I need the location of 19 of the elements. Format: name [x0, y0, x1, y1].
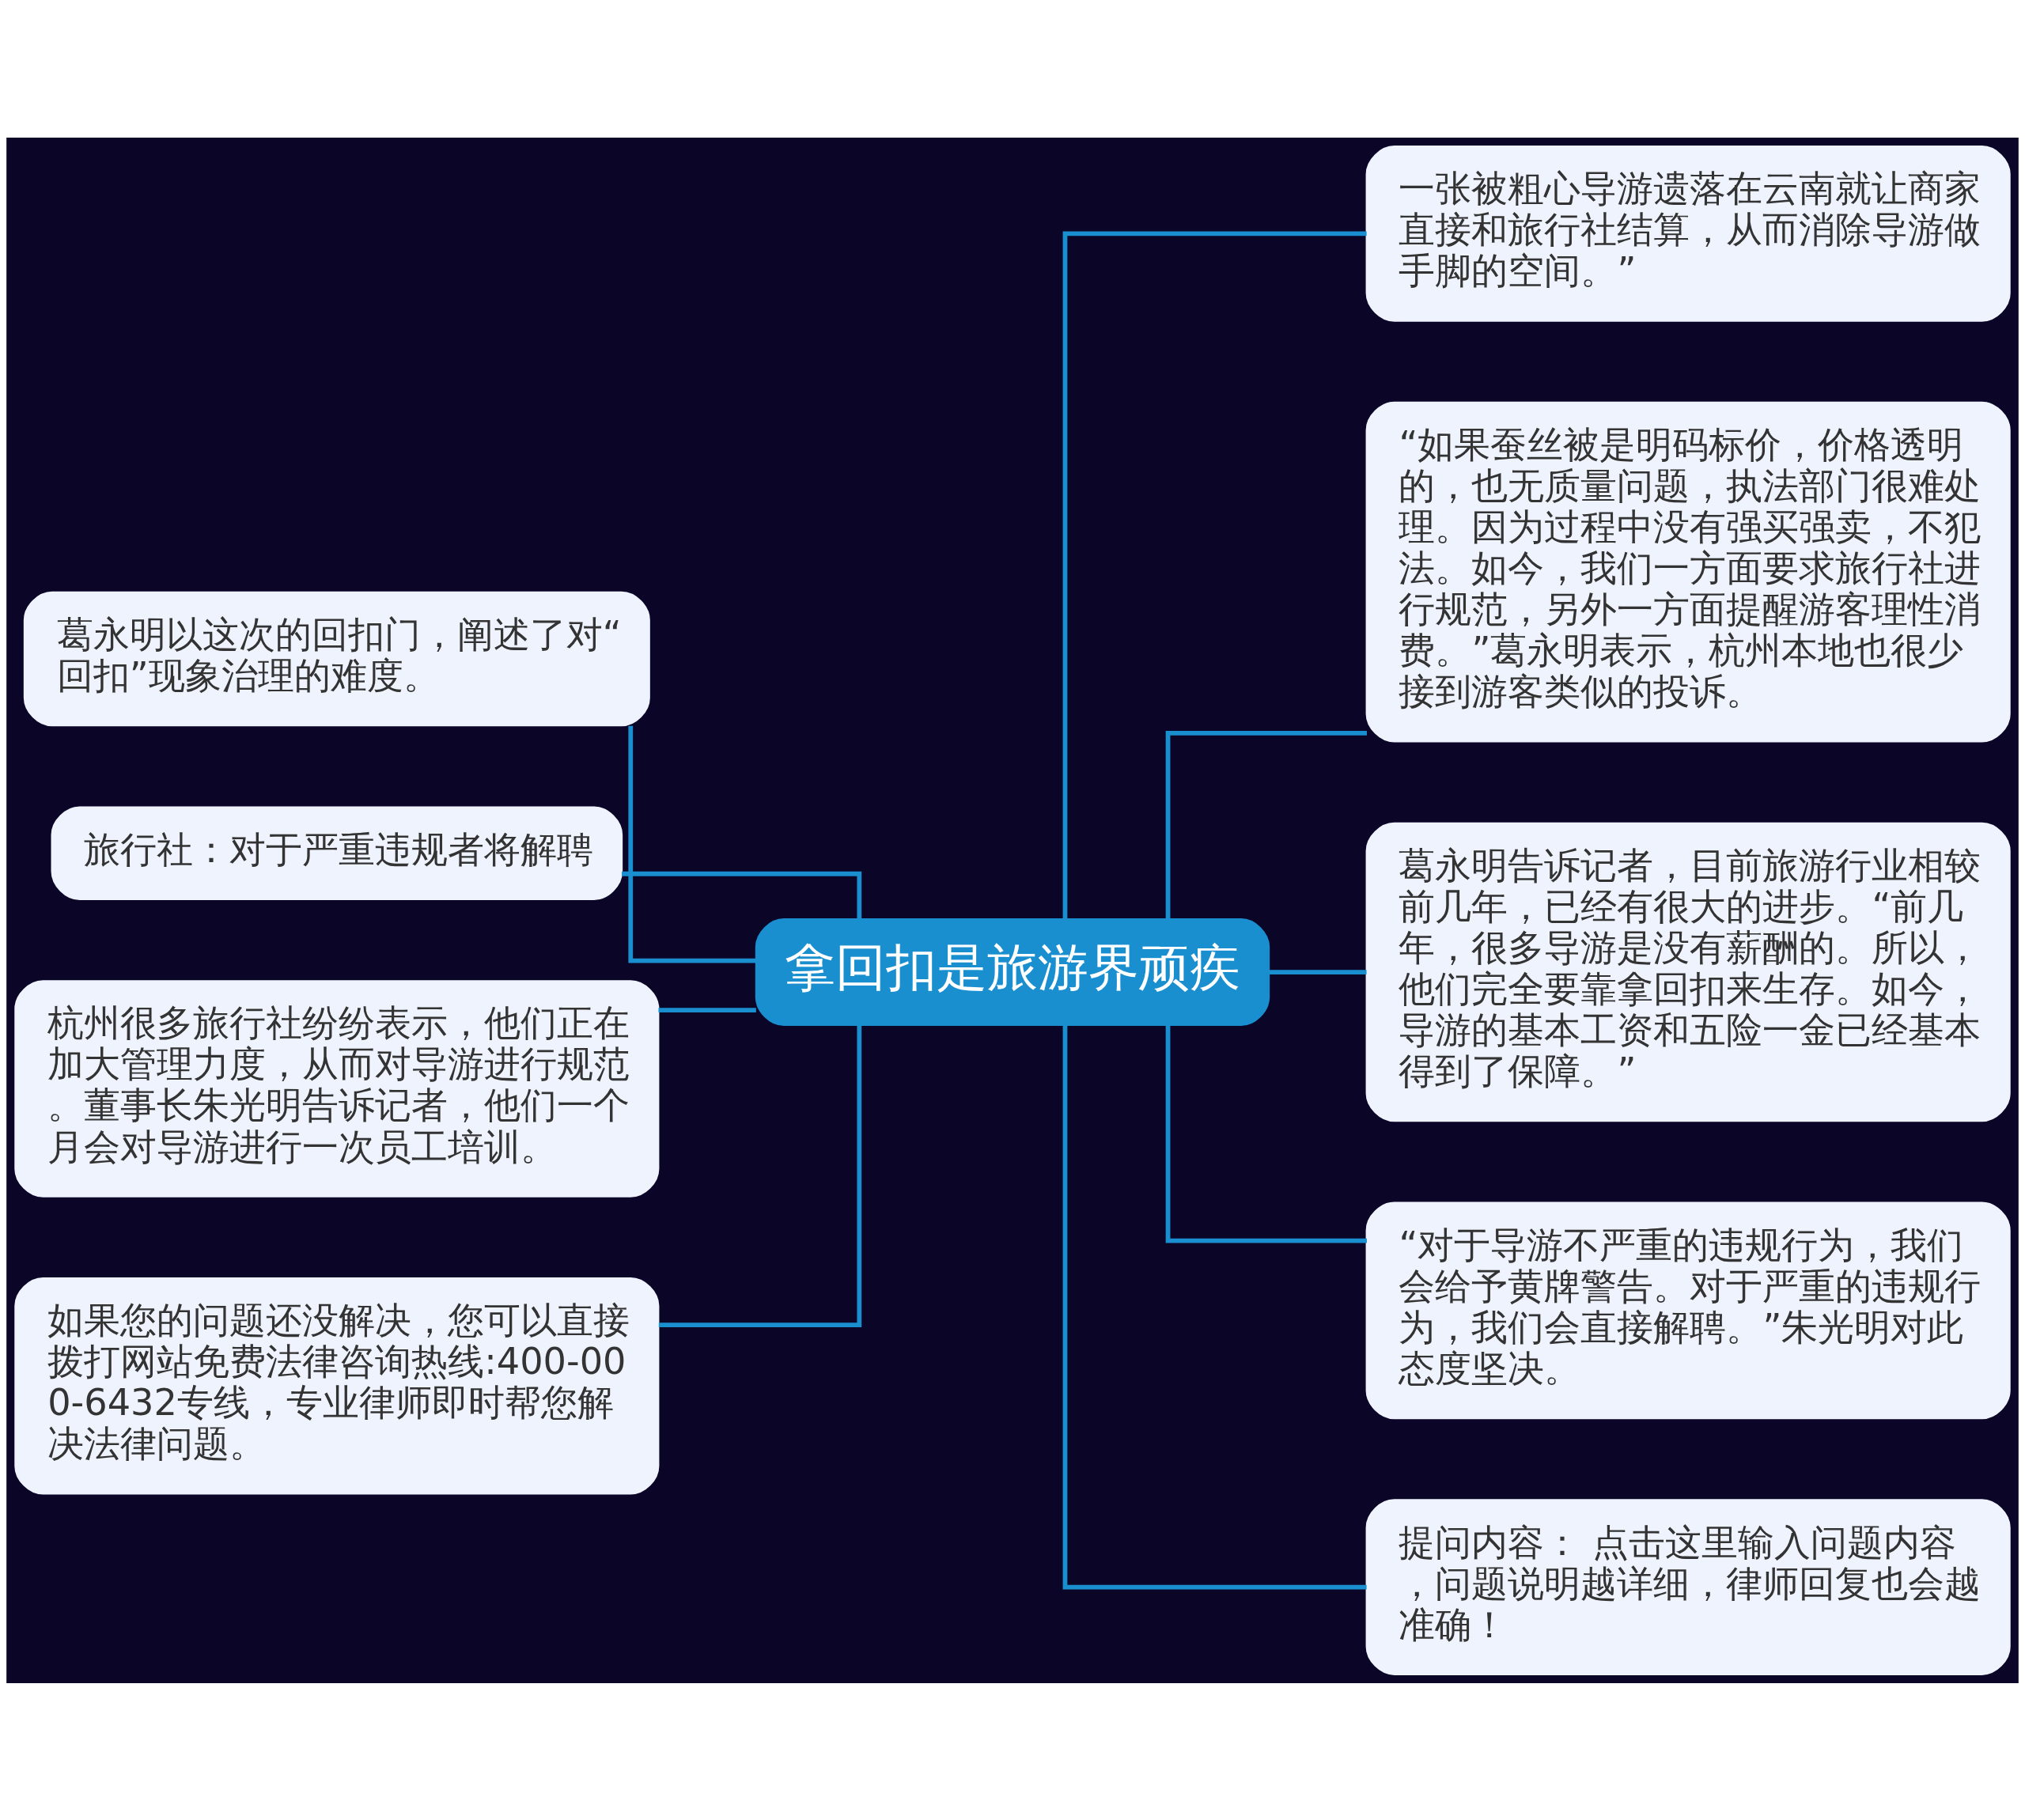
node-box: 葛永明以这次的回扣门，阐述了对“回扣”现象治理的难度。 — [23, 591, 650, 726]
node-box: 旅行社：对于严重违规者将解聘 — [51, 806, 623, 900]
node-box: 如果您的问题还没解决，您可以直接拨打网站免费法律咨询热线:400-000-6432专线，专业律师即时帮您解决法律问题。 — [14, 1277, 660, 1495]
connector — [1165, 1024, 1367, 1243]
connector — [1062, 231, 1367, 919]
node-box: 提问内容： 点击这里输入问题内容，问题说明越详细，律师回复也会越准确！ — [1365, 1498, 2011, 1675]
node-box: 杭州很多旅行社纷纷表示，他们正在加大管理力度，从而对导游进行规范。董事长朱光明告诉记者，他们一个月会对导游进行一次员工培训。 — [14, 979, 660, 1198]
node-box: 一张被粗心导游遗落在云南就让商家直接和旅行社结算，从而消除导游做手脚的空间。” — [1365, 145, 2011, 322]
connector — [1165, 730, 1367, 919]
connector — [658, 1007, 756, 1012]
connector — [1062, 1025, 1367, 1589]
node-box: “如果蚕丝被是明码标价，价格透明的，也无质量问题，执法部门很难处理。因为过程中没有强买强卖，不犯法。如今，我们一方面要求旅行社进行规范，另外一方面提醒游客理性消费。”葛永明表示，杭州本地也很少接到游客类似的投诉。 — [1365, 401, 2011, 743]
connector — [622, 871, 862, 920]
connector — [658, 1024, 862, 1327]
node-box: 拿回扣是旅游界顽疾 — [755, 918, 1270, 1026]
node-box: “对于导游不严重的违规行为，我们会给予黄牌警告。对于严重的违规行为，我们会直接解聘。”朱光明对此态度坚决。 — [1365, 1201, 2011, 1419]
connector — [1269, 969, 1367, 974]
connector — [628, 725, 756, 963]
node-box: 葛永明告诉记者，目前旅游行业相较前几年，已经有很大的进步。“前几年，很多导游是没有薪酬的。所以，他们完全要靠拿回扣来生存。如今，导游的基本工资和五险一金已经基本得到了保障。” — [1365, 822, 2011, 1122]
